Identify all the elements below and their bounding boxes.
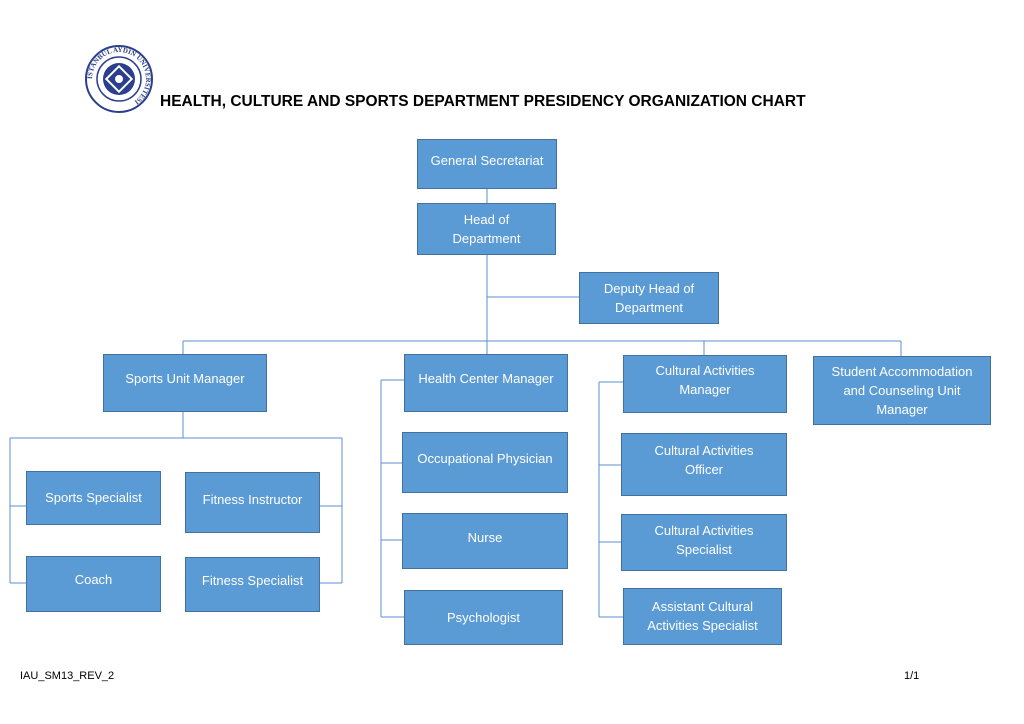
node-nurse: Nurse bbox=[402, 513, 568, 569]
page-title: HEALTH, CULTURE AND SPORTS DEPARTMENT PR… bbox=[160, 93, 806, 110]
page-number: 1/1 bbox=[904, 670, 920, 682]
node-occupational-physician: Occupational Physician bbox=[402, 432, 568, 493]
node-sports-unit-manager: Sports Unit Manager bbox=[103, 354, 267, 412]
node-health-center-manager: Health Center Manager bbox=[404, 354, 568, 412]
node-fitness-specialist: Fitness Specialist bbox=[185, 557, 320, 612]
node-cultural-activities-specialist: Cultural Activities Specialist bbox=[621, 514, 787, 571]
node-psychologist: Psychologist bbox=[404, 590, 563, 645]
university-seal-logo: ISTANBUL AYDIN UNIVERSITESI bbox=[85, 45, 153, 113]
node-coach: Coach bbox=[26, 556, 161, 612]
node-deputy-head: Deputy Head of Department bbox=[579, 272, 719, 324]
node-cultural-activities-officer: Cultural Activities Officer bbox=[621, 433, 787, 496]
node-general-secretariat: General Secretariat bbox=[417, 139, 557, 189]
node-sports-specialist: Sports Specialist bbox=[26, 471, 161, 525]
node-cultural-activities-manager: Cultural Activities Manager bbox=[623, 355, 787, 413]
node-head-of-department: Head of Department bbox=[417, 203, 556, 255]
node-assistant-cultural-specialist: Assistant Cultural Activities Specialist bbox=[623, 588, 782, 645]
node-fitness-instructor: Fitness Instructor bbox=[185, 472, 320, 533]
node-student-accommodation-manager: Student Accommodation and Counseling Uni… bbox=[813, 356, 991, 425]
document-code: IAU_SM13_REV_2 bbox=[20, 670, 115, 682]
